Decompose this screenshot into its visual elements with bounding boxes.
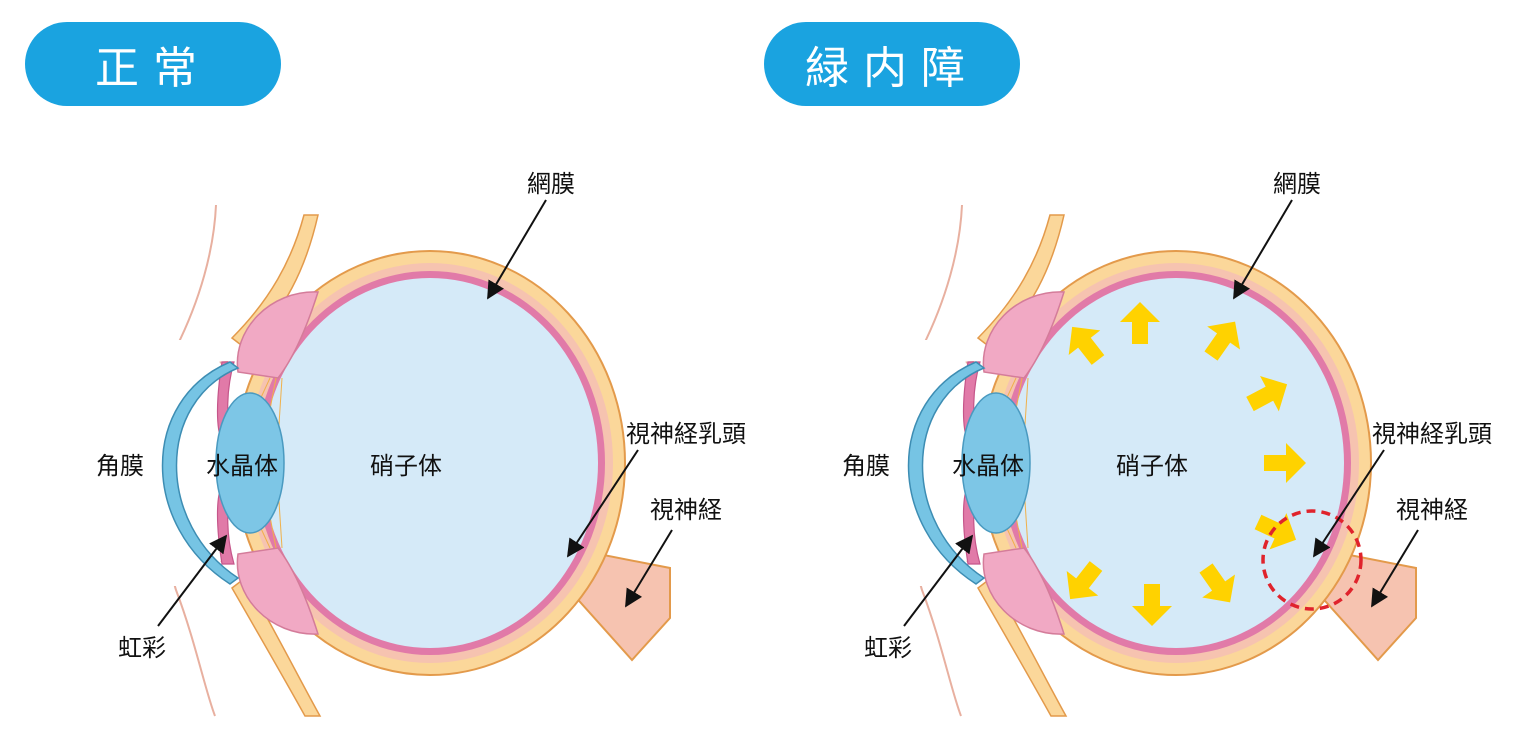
vitreous-body [262,278,598,648]
optic-nerve-pointer [625,529,673,608]
label-lens: 水晶体 [206,452,278,480]
optic-disc-pointer [1313,449,1385,558]
lower-eyelid-muscle [977,576,1068,717]
optic-nerve-pointer [1371,529,1419,608]
label-lens: 水晶体 [952,452,1024,480]
optic-disc-highlight [1261,509,1363,611]
label-retina: 網膜 [527,170,575,198]
label-iris: 虹彩 [864,634,912,662]
label-retina: 網膜 [1273,170,1321,198]
cornea [907,361,986,585]
eye-normal: 網膜 角膜 水晶体 硝子体 視神経乳頭 視神経 虹彩 [96,170,746,717]
vitreous-body [1008,278,1344,648]
label-cornea: 角膜 [842,452,890,480]
upper-eyelid-outline [174,204,229,364]
label-optic-nerve: 視神経 [650,496,722,524]
label-iris: 虹彩 [118,634,166,662]
lens [961,392,1031,534]
label-optic-disc: 視神経乳頭 [626,420,746,448]
ciliary-body-lower [236,547,320,635]
iris-pointer [157,534,228,627]
label-vitreous: 硝子体 [1116,452,1188,480]
label-cornea: 角膜 [96,452,144,480]
ciliary-body-upper [236,291,320,379]
title-glaucoma: 緑内障 [764,22,1020,106]
retina-pointer [487,199,547,300]
ciliary-body-upper [982,291,1066,379]
title-glaucoma-text: 緑内障 [805,43,979,94]
label-optic-disc: 視神経乳頭 [1372,420,1492,448]
optic-disc-pointer [567,449,639,558]
ciliary-body-lower [982,547,1066,635]
retina-pointer [1233,199,1293,300]
upper-eyelid-muscle [976,214,1065,349]
label-optic-nerve: 視神経 [1396,496,1468,524]
title-normal-text: 正常 [95,43,211,94]
lens [215,392,285,534]
iris-pointer [903,534,974,627]
lower-eyelid-muscle [231,576,322,717]
eye-glaucoma: 網膜 角膜 水晶体 硝子体 視神経乳頭 視神経 虹彩 [842,170,1492,717]
upper-eyelid-muscle [230,214,319,349]
cornea [161,361,240,585]
label-vitreous: 硝子体 [370,452,442,480]
upper-eyelid-outline [920,204,975,364]
title-normal: 正常 [25,22,281,106]
